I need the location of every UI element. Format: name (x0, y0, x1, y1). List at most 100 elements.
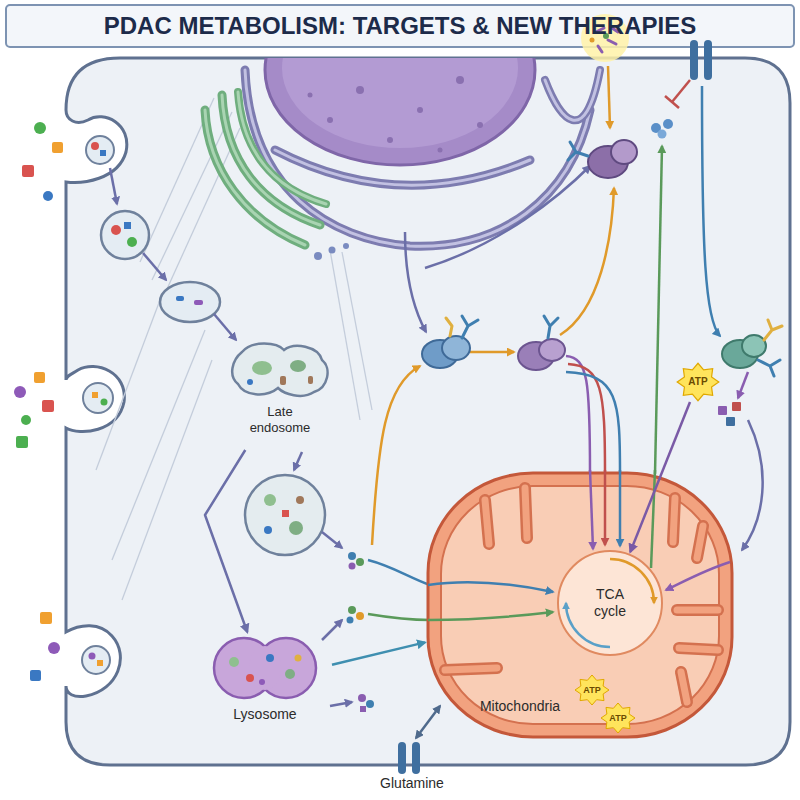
atp-label: ATP (678, 376, 718, 388)
pathway-label: TCA cycle (585, 586, 635, 620)
nucleus (417, 107, 423, 113)
extracellular-particles (30, 670, 41, 681)
endocytic-vesicles (282, 510, 289, 517)
mitochondrion-outline (679, 648, 718, 650)
cytoskeleton (330, 250, 360, 420)
metabolite-flux (368, 560, 430, 585)
mitochondrion-outline (441, 486, 719, 724)
endocytic-vesicles (289, 521, 303, 535)
atp-burst: ATP (676, 362, 720, 402)
mitochondrion-outline (673, 498, 675, 542)
extracellular-particles (14, 122, 63, 681)
endocytic-vesicles (245, 475, 325, 555)
membrane-transporters (398, 742, 406, 774)
endocytic-vesicles (160, 282, 220, 322)
membrane-transporters (412, 742, 420, 774)
golgi-apparatus (329, 247, 336, 254)
enzymes-and-antibodies (539, 339, 565, 361)
extracellular-particles (34, 122, 46, 134)
endocytic-vesicles (111, 225, 121, 235)
cytoskeleton (342, 252, 372, 410)
cell-membrane (66, 58, 790, 765)
mitochondrion-outline (619, 470, 622, 546)
metabolite-flux (566, 372, 620, 474)
enzymes-and-antibodies (446, 318, 452, 336)
enzymes-and-antibodies (722, 340, 758, 368)
mitochondrion-outline (428, 612, 553, 620)
mitochondrion-outline (445, 668, 497, 670)
connector-arrow (630, 402, 690, 552)
endosome-outline (247, 379, 253, 385)
extracellular-particles (16, 436, 28, 448)
metabolite-clusters (349, 563, 356, 570)
mitochondrion-outline (697, 526, 703, 558)
metabolite-flux (608, 66, 610, 128)
mitochondrion-outline (697, 526, 703, 558)
metabolite-flux (742, 420, 763, 550)
mitochondrion-outline (425, 470, 735, 740)
title-banner (6, 5, 794, 47)
extracellular-particles (34, 372, 45, 383)
enzymes-and-antibodies (726, 417, 735, 426)
metabolite-flux (416, 706, 440, 738)
text-slot: TCA cycle (585, 586, 635, 620)
golgi-apparatus (222, 95, 320, 225)
mitochondrion-outline (679, 648, 718, 650)
cytoskeleton (162, 128, 240, 300)
endosome-outline (252, 361, 272, 375)
enzymes-and-antibodies (422, 14, 782, 426)
enzymes-and-antibodies (718, 406, 727, 415)
trafficking-arrows (110, 168, 352, 706)
text-slot: ATP (600, 713, 636, 724)
atp-label: ATP (574, 685, 610, 696)
endocytic-vesicles (124, 222, 131, 229)
metabolite-flux (560, 188, 614, 335)
metabolite-flux (368, 614, 430, 620)
tca-circle (558, 551, 662, 655)
enzymes-and-antibodies (588, 146, 628, 178)
cytoskeleton (96, 98, 372, 600)
nucleus (387, 137, 393, 143)
extracellular-particles (42, 400, 54, 412)
metabolite-clusters (348, 552, 356, 560)
metabolite-flux (568, 364, 605, 474)
endocytic-vesicles (176, 296, 184, 301)
atp-starburst (677, 363, 719, 401)
endosome-outline (222, 338, 338, 400)
nucleus (308, 93, 313, 98)
metabolite-flux (655, 146, 662, 474)
trafficking-arrows (322, 532, 342, 548)
atp-starburst (601, 703, 635, 733)
golgi-apparatus (205, 110, 305, 245)
trafficking-arrows (110, 168, 117, 204)
endoplasmic-reticulum (275, 150, 530, 185)
enzymes-and-antibodies (742, 335, 766, 357)
organelle-label: Late endosome (245, 404, 315, 435)
title-banner (6, 5, 794, 47)
metabolite-clusters (360, 706, 366, 712)
membrane-transporters (704, 40, 712, 80)
endocytic-vesicles (92, 392, 98, 398)
endocytic-vesicles (101, 399, 108, 406)
endocytic-vesicles (82, 646, 110, 674)
mitochondrion-outline (681, 672, 687, 702)
inhibitor-line (672, 80, 690, 102)
endosome-outline (290, 360, 306, 372)
endosome-outline (232, 344, 327, 396)
cytoskeleton (96, 300, 160, 470)
metabolite-flux (566, 356, 590, 474)
extracellular-particles (43, 191, 53, 201)
mitochondrion: Mitochondria TCA cycle (425, 470, 735, 740)
trafficking-arrows (143, 253, 166, 280)
text-slot: Late endosome (245, 404, 315, 435)
golgi-apparatus (343, 243, 349, 249)
enzymes-and-antibodies (442, 336, 470, 360)
lysosome-outline (229, 657, 239, 667)
extracellular-particles (52, 142, 63, 153)
endocytic-vesicles (264, 494, 276, 506)
golgi-apparatus (205, 92, 349, 260)
membrane-transporters (398, 40, 712, 774)
endocytic-vesicles (100, 150, 106, 156)
mitochondrion-outline (677, 604, 718, 616)
endoplasmic-reticulum (275, 150, 530, 185)
